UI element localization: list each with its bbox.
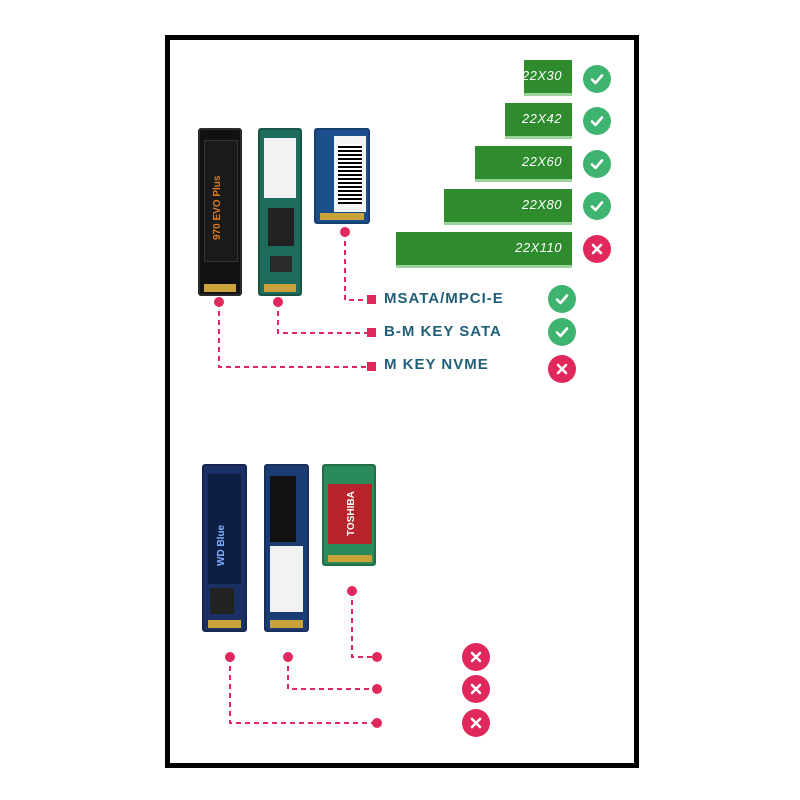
connector-dot (225, 652, 235, 662)
check-icon (583, 192, 611, 220)
size-bar-22x42: 22X42 (505, 103, 572, 139)
connector-dot (372, 684, 382, 694)
ssd-m2-2242-toshiba: TOSHIBA (322, 464, 376, 566)
cross-icon (583, 235, 611, 263)
connector-dot (214, 297, 224, 307)
size-bar-22x30: 22X30 (521, 60, 572, 96)
connector-end (367, 295, 376, 304)
ssd-m2-sata-2280 (258, 128, 302, 296)
cross-icon (462, 709, 490, 737)
connector-end (367, 362, 376, 371)
connector-dot (340, 227, 350, 237)
size-label: 22X42 (521, 111, 562, 126)
check-icon (548, 318, 576, 346)
ssd-m2-nvme-blue: WD Blue (202, 464, 247, 632)
size-label: 22X110 (515, 240, 562, 255)
size-label: 22X30 (521, 68, 562, 83)
cross-icon (462, 675, 490, 703)
ssd-msata (314, 128, 370, 224)
connector-dot (372, 718, 382, 728)
check-icon (583, 65, 611, 93)
ssd-m2-nvme-2280: 970 EVO Plus (198, 128, 242, 296)
check-icon (583, 107, 611, 135)
connector-dot (347, 586, 357, 596)
size-label: 22X80 (521, 197, 562, 212)
check-icon (583, 150, 611, 178)
connector-dot (372, 652, 382, 662)
type-label-bm-key-sata: B-M KEY SATA (384, 323, 502, 340)
connector-dot (273, 297, 283, 307)
cross-icon (548, 355, 576, 383)
connector-end (367, 328, 376, 337)
size-bar-22x110: 22X110 (396, 232, 572, 268)
size-label: 22X60 (521, 154, 562, 169)
cross-icon (462, 643, 490, 671)
connector-dot (283, 652, 293, 662)
size-bar-22x80: 22X80 (444, 189, 572, 225)
type-label-msata: MSATA/MPCI-E (384, 290, 504, 307)
ssd-m2-sata-blue (264, 464, 309, 632)
type-label-m-key-nvme: M KEY NVME (384, 356, 489, 373)
check-icon (548, 285, 576, 313)
size-bar-22x60: 22X60 (475, 146, 572, 182)
